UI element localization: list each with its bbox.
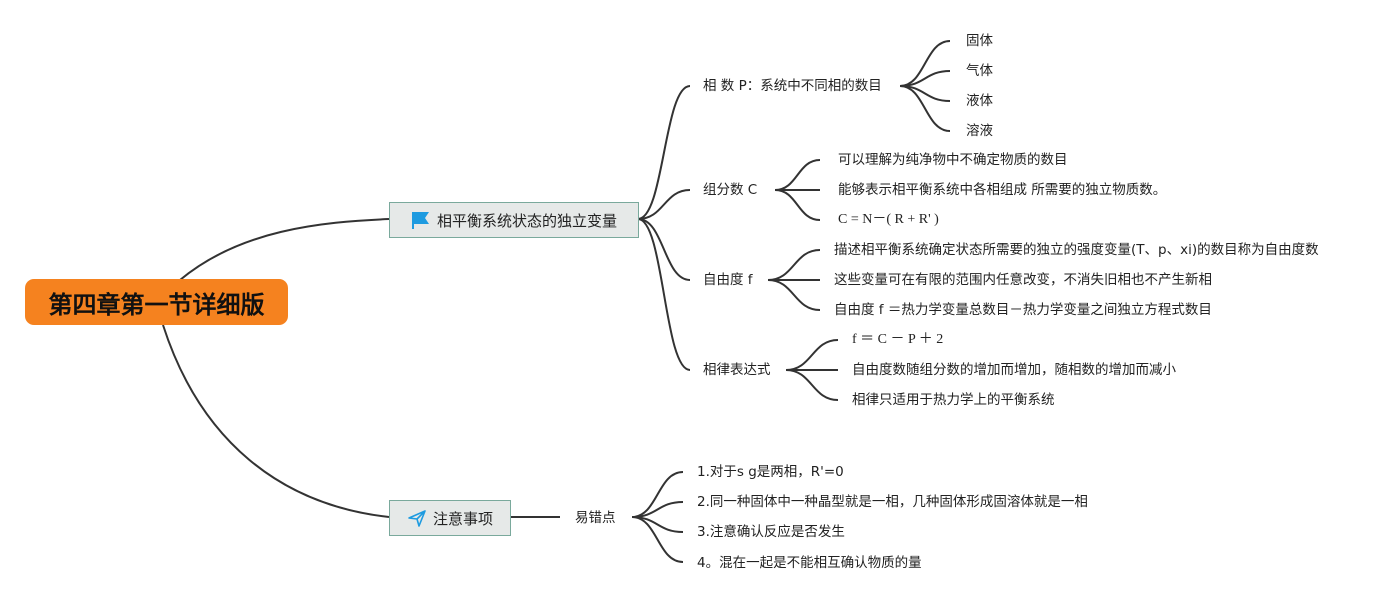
leaf[interactable]: 可以理解为纯净物中不确定物质的数目 — [838, 152, 1068, 168]
root-topic[interactable]: 第四章第一节详细版 — [25, 279, 288, 325]
root-topic-label: 第四章第一节详细版 — [48, 290, 265, 319]
connector-line — [179, 218, 390, 281]
leaf[interactable]: 2.同一种固体中一种晶型就是一相，几种固体形成固溶体就是一相 — [697, 494, 1088, 510]
flag-icon — [411, 212, 429, 229]
leaf[interactable]: 气体 — [966, 63, 993, 79]
connector-line — [631, 516, 684, 563]
leaf[interactable]: 这些变量可在有限的范围内任意改变，不消失旧相也不产生新相 — [834, 272, 1212, 288]
connector-line — [899, 85, 951, 132]
topic-common-mistakes[interactable]: 易错点 — [575, 510, 616, 526]
connector-line — [774, 189, 821, 221]
leaf[interactable]: 能够表示相平衡系统中各相组成 所需要的独立物质数。 — [838, 182, 1167, 198]
branch-independent-variables[interactable]: 相平衡系统状态的独立变量 — [389, 202, 639, 238]
leaf[interactable]: 溶液 — [966, 123, 993, 139]
branch-notes[interactable]: 注意事项 — [389, 500, 511, 536]
leaf[interactable]: 相律只适用于热力学上的平衡系统 — [852, 392, 1055, 408]
paper-plane-icon — [408, 510, 426, 527]
connector-line — [767, 249, 821, 281]
leaf[interactable]: 描述相平衡系统确定状态所需要的独立的强度变量(T、p、xi)的数目称为自由度数 — [834, 242, 1319, 258]
topic-component-count[interactable]: 组分数 C — [703, 182, 758, 198]
leaf[interactable]: f ＝ C － P ＋ 2 — [852, 332, 944, 347]
leaf[interactable]: 3.注意确认反应是否发生 — [697, 524, 845, 540]
topic-phase-rule[interactable]: 相律表达式 — [703, 362, 771, 378]
connector-line — [637, 85, 691, 220]
leaf[interactable]: 1.对于s g是两相，R'=0 — [697, 464, 844, 480]
leaf[interactable]: 液体 — [966, 93, 993, 109]
connector-line — [774, 159, 821, 191]
leaf[interactable]: 自由度数随组分数的增加而增加，随相数的增加而减小 — [852, 362, 1176, 378]
branch-label: 注意事项 — [432, 509, 493, 528]
leaf[interactable]: C = N－( R + R' ) — [838, 212, 939, 227]
topic-degrees-of-freedom[interactable]: 自由度 f — [703, 272, 753, 288]
connector-line — [785, 369, 839, 401]
leaf[interactable]: 4。混在一起是不能相互确认物质的量 — [697, 555, 922, 571]
leaf[interactable]: 自由度 f ＝热力学变量总数目－热力学变量之间独立方程式数目 — [834, 302, 1212, 318]
topic-phase-count[interactable]: 相 数 P：系统中不同相的数目 — [703, 78, 882, 94]
connector-line — [767, 279, 821, 311]
connector-line — [162, 324, 390, 518]
connector-line — [785, 339, 839, 371]
connector-line — [637, 218, 691, 371]
branch-label: 相平衡系统状态的独立变量 — [436, 211, 617, 230]
leaf[interactable]: 固体 — [966, 33, 993, 49]
connector-line — [637, 218, 691, 281]
connector-line — [637, 189, 691, 220]
